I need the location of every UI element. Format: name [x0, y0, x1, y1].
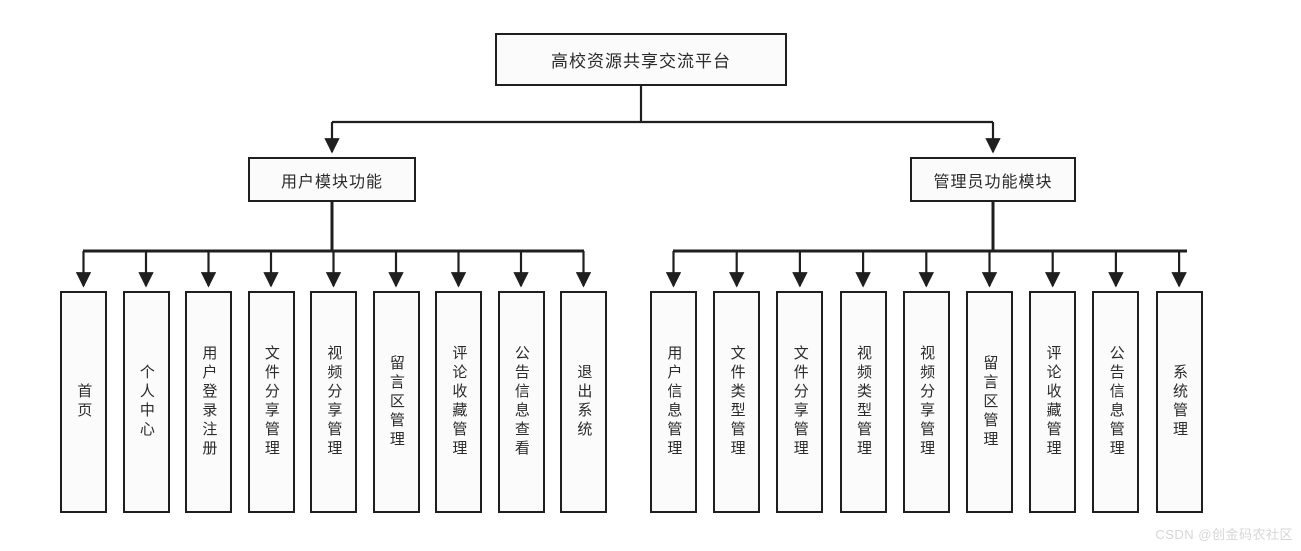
watermark: CSDN @创金码农社区 — [1155, 527, 1293, 542]
leaf-node-label: 首页 — [75, 383, 93, 421]
leaf-node-label: 个人中心 — [137, 364, 155, 440]
leaf-node-label: 文件分享管理 — [791, 345, 809, 459]
leaf-node-user-9[interactable]: 退出系统 — [560, 291, 607, 513]
leaf-node-admin-4[interactable]: 视频类型管理 — [839, 291, 887, 513]
leaf-node-label: 视频分享管理 — [325, 345, 343, 459]
leaf-node-label: 视频类型管理 — [854, 345, 872, 459]
leaf-node-user-1[interactable]: 首页 — [60, 291, 107, 513]
leaf-node-user-3[interactable]: 用户登录注册 — [185, 291, 232, 513]
leaf-node-label: 评论收藏管理 — [1044, 345, 1062, 459]
leaf-node-label: 用户信息管理 — [665, 345, 683, 459]
branch-node-admin-label: 管理员功能模块 — [933, 173, 1053, 191]
root-node[interactable]: 高校资源共享交流平台 — [495, 33, 787, 86]
leaf-node-label: 留言区管理 — [981, 354, 999, 450]
leaf-node-admin-5[interactable]: 视频分享管理 — [902, 291, 950, 513]
leaf-node-user-7[interactable]: 评论收藏管理 — [435, 291, 482, 513]
leaf-node-user-6[interactable]: 留言区管理 — [372, 291, 420, 513]
leaf-node-label: 用户登录注册 — [200, 345, 218, 459]
leaf-node-label: 退出系统 — [575, 364, 593, 440]
leaf-node-label: 留言区管理 — [387, 354, 405, 450]
leaf-node-admin-9[interactable]: 系统管理 — [1155, 291, 1203, 513]
leaf-node-label: 公告信息查看 — [512, 345, 530, 459]
leaf-node-label: 视频分享管理 — [918, 345, 936, 459]
branch-node-user-label: 用户模块功能 — [280, 173, 383, 191]
leaf-node-admin-3[interactable]: 文件分享管理 — [776, 291, 824, 513]
branch-node-admin[interactable]: 管理员功能模块 — [910, 157, 1076, 202]
root-node-label: 高校资源共享交流平台 — [551, 52, 731, 71]
leaf-node-user-8[interactable]: 公告信息查看 — [497, 291, 545, 513]
leaf-node-user-4[interactable]: 文件分享管理 — [247, 291, 295, 513]
leaf-node-label: 文件类型管理 — [728, 345, 746, 459]
leaf-node-label: 文件分享管理 — [262, 345, 280, 459]
leaf-node-label: 公告信息管理 — [1107, 345, 1125, 459]
branch-node-user[interactable]: 用户模块功能 — [248, 157, 416, 202]
leaf-node-admin-6[interactable]: 留言区管理 — [966, 291, 1013, 513]
leaf-node-user-2[interactable]: 个人中心 — [122, 291, 170, 513]
leaf-node-label: 评论收藏管理 — [450, 345, 468, 459]
leaf-node-admin-1[interactable]: 用户信息管理 — [650, 291, 697, 513]
leaf-node-user-5[interactable]: 视频分享管理 — [310, 291, 357, 513]
leaf-node-admin-7[interactable]: 评论收藏管理 — [1029, 291, 1077, 513]
leaf-node-admin-2[interactable]: 文件类型管理 — [713, 291, 761, 513]
leaf-node-label: 系统管理 — [1170, 364, 1188, 440]
leaf-node-admin-8[interactable]: 公告信息管理 — [1092, 291, 1140, 513]
